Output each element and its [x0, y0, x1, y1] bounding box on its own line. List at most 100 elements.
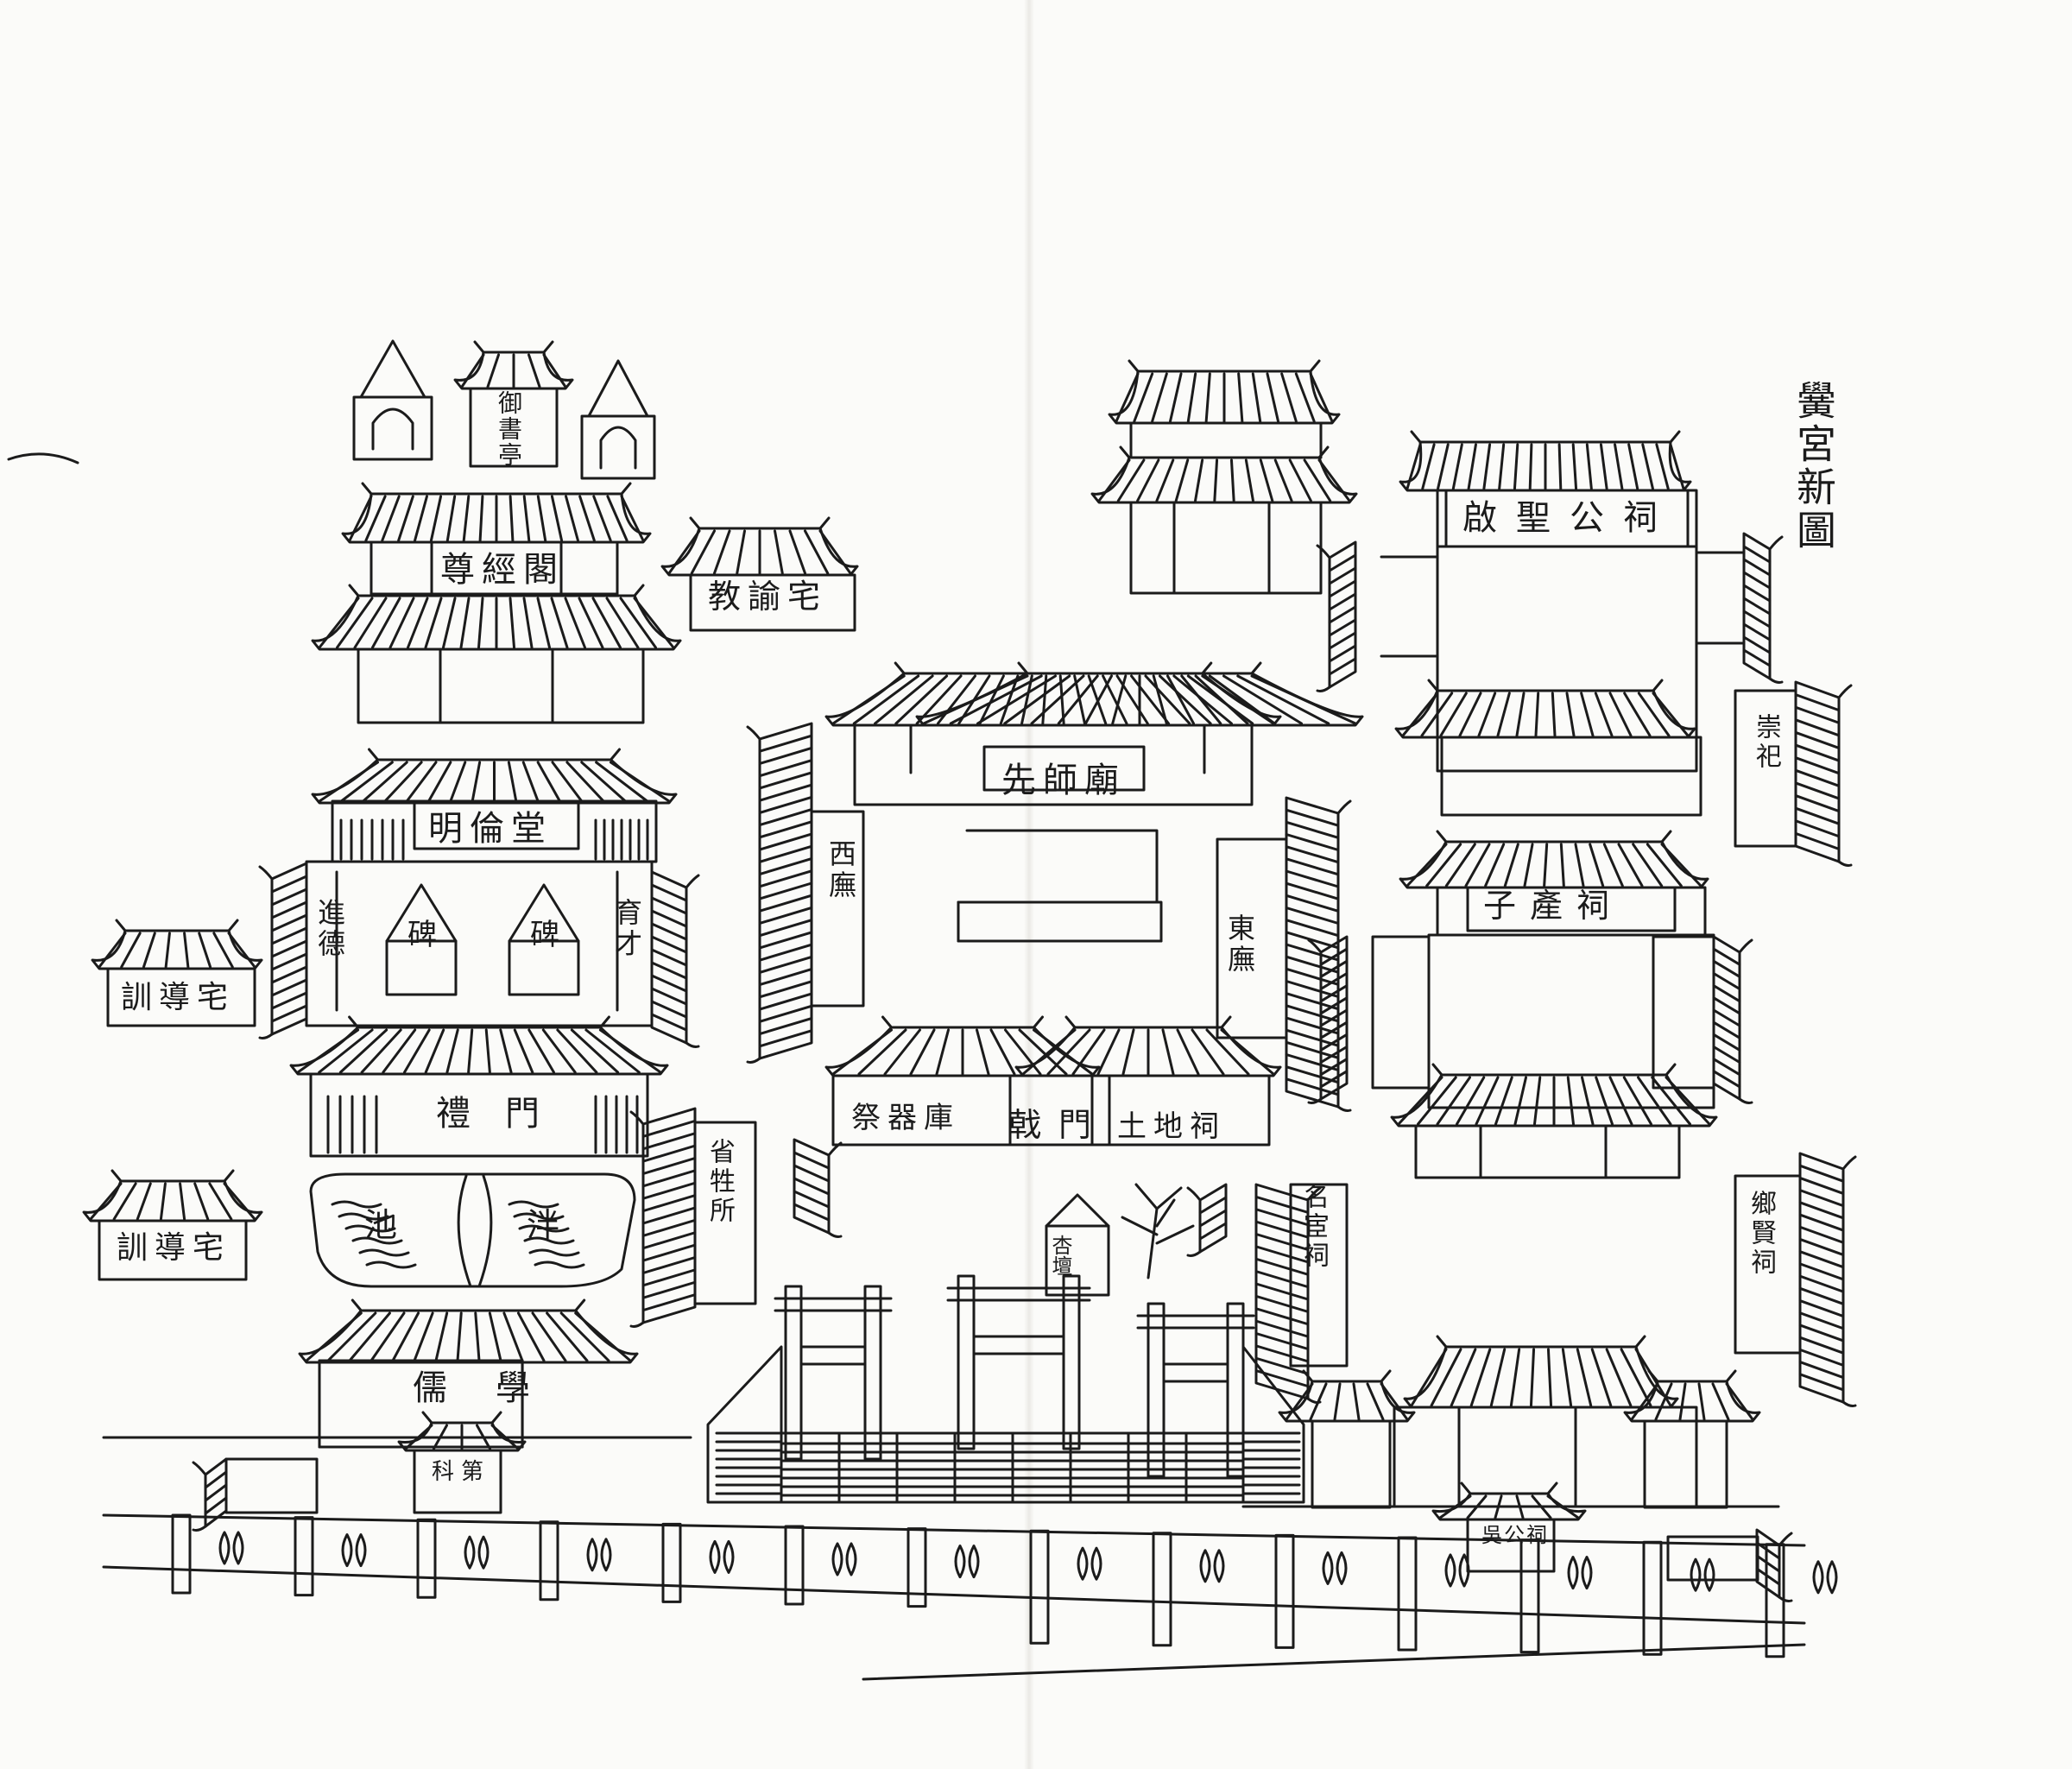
- xundao-upper-roof-tile: [212, 932, 234, 969]
- minglun-west-wing-tile: [270, 875, 308, 894]
- east-annex-left: [1311, 1419, 1392, 1509]
- wugong-roof-ridge: [1460, 1482, 1558, 1495]
- chongsi-wing-eave-hook: [1837, 860, 1853, 867]
- east-pavilion-lower-roof-tile: [1244, 458, 1254, 502]
- zichan-roof-tile: [1543, 843, 1549, 888]
- zichan-roof-tile: [1425, 843, 1462, 888]
- west-wu-wing-tile: [758, 894, 813, 913]
- panchi-bridge: [457, 1174, 472, 1288]
- minglun-west-wing-tile: [270, 939, 308, 958]
- label-east-stele: 碑: [530, 918, 566, 952]
- qisheng-rear-body: [1440, 736, 1702, 817]
- minglun-east-wing-tile: [650, 896, 688, 915]
- jiaoyu-roof-ridge: [689, 516, 831, 530]
- east-wu-wing-tile: [1285, 1077, 1340, 1096]
- small-gallery-tile: [793, 1177, 831, 1196]
- label-zichan-ci: 子產祠: [1483, 887, 1624, 925]
- xundao-upper-roof-body: [91, 929, 263, 970]
- minglun-west-wing-tile: [270, 1004, 308, 1023]
- east-pavilion-upper-roof-tile: [1280, 372, 1298, 423]
- minglun-roof-tile: [405, 761, 438, 803]
- zunjing-plaque: [430, 540, 563, 596]
- minghuan-wing-tile: [1254, 1307, 1310, 1326]
- label-ruxue: 儒學: [413, 1368, 578, 1408]
- east-pavilion-lower-roof-tile: [1136, 458, 1160, 502]
- xiangxian-wing-tile: [1798, 1286, 1845, 1305]
- xianshi-upper-tile: [936, 674, 976, 725]
- minglun-roof-tile: [318, 761, 379, 803]
- east-wu-wing-tile: [1285, 808, 1340, 827]
- zunjing-upper-roof-tile: [578, 495, 596, 542]
- qisheng-west-wing-eave-hook: [1316, 544, 1331, 559]
- left-gate-wing-tile: [204, 1470, 228, 1489]
- jimen-roof-tile: [1161, 1028, 1175, 1076]
- zichan-west-wing-tile: [1319, 1020, 1349, 1039]
- label-yushu-pavilion: 御書亭: [495, 390, 523, 468]
- xingtan-body: [1045, 1224, 1110, 1297]
- stele-pavilion-right: [580, 414, 656, 480]
- panchi-bridge: [477, 1174, 493, 1288]
- jimen-roof-tile: [1021, 1028, 1077, 1076]
- xundao-lower-roof-body: [82, 1179, 263, 1223]
- zunjing-upper-roof-tile: [445, 495, 457, 542]
- jiqi-roof-tile: [831, 1028, 893, 1076]
- balustrade-post: [539, 1520, 559, 1602]
- xianshi-upper-tile: [1041, 674, 1048, 725]
- east-annex-left-roof-tile: [1333, 1382, 1342, 1421]
- qisheng-rear-roof-tile: [1420, 692, 1454, 737]
- jiaoyu-roof-tile: [804, 529, 830, 575]
- yushu-pavilion-roof-tile: [527, 353, 541, 389]
- xianshi-right-roof-tile: [1250, 674, 1357, 725]
- east-pavilion-upper-roof-tile: [1266, 372, 1279, 423]
- apricot-tree: [1121, 1183, 1195, 1279]
- east-annex-left-roof-tile: [1309, 1382, 1328, 1421]
- water-ripple: [523, 1236, 575, 1245]
- water-ripple: [331, 1200, 382, 1209]
- east-annex-right-roof-tile: [1630, 1382, 1659, 1421]
- xiangxian-wing-tile: [1798, 1250, 1845, 1269]
- ruxue-tile: [559, 1311, 610, 1362]
- jiqi-body: [831, 1074, 1094, 1147]
- stele-pavilion-right-roof: [587, 359, 649, 418]
- balustrade-post: [784, 1525, 805, 1606]
- ruxue-tile: [413, 1311, 434, 1362]
- minghuan-gate-tile: [1198, 1222, 1228, 1241]
- jimen-body: [1008, 1074, 1271, 1147]
- label-shengsheng-tang: 省牲所: [704, 1138, 735, 1226]
- qisheng-roof-tile: [1513, 443, 1519, 490]
- qisheng-rear-roof-tile: [1594, 692, 1614, 737]
- minglun-west-wing-tile: [270, 991, 308, 1010]
- label-wugong-ci: 吳公祠: [1481, 1523, 1549, 1547]
- east-wu-wing-tile: [1285, 1053, 1340, 1071]
- paifang-center-post-l: [957, 1274, 976, 1450]
- qisheng-roof-tile: [1585, 443, 1593, 490]
- balustrade-ornament: [464, 1535, 490, 1570]
- jiqi-roof-tile: [976, 1028, 990, 1076]
- chongsi-wing-tile: [1794, 781, 1841, 800]
- qisheng-rear-roof-tile: [1496, 692, 1511, 737]
- east-pavilion-upper-roof-tile: [1169, 372, 1183, 423]
- minglun-west-wing-tile: [270, 888, 308, 907]
- ruxue-tile: [456, 1311, 463, 1362]
- east-pavilion-mid: [1129, 421, 1323, 459]
- qisheng-roof-tile: [1482, 443, 1492, 490]
- east-main-roof-tile: [1576, 1348, 1593, 1407]
- limen-tile: [403, 1028, 431, 1074]
- zunjing-lower-roof-tile: [564, 597, 586, 649]
- west-wu-wing-tile: [758, 881, 813, 900]
- jimen-roof-tile: [1205, 1028, 1250, 1076]
- zichan-west-wing-tile: [1319, 972, 1349, 990]
- limen-body: [309, 1072, 649, 1158]
- limen-tile: [499, 1028, 513, 1074]
- zichan-rear-roof-ridge: [1431, 1063, 1677, 1077]
- zunjing-upper-roof-tile: [606, 495, 629, 542]
- zunjing-upper-roof-ridge: [361, 482, 632, 496]
- xiangxian-wing-tile: [1798, 1361, 1845, 1380]
- minglun-west-wing-tile: [270, 952, 308, 971]
- minghuan-gate-tile: [1198, 1209, 1228, 1228]
- minghuan-wing-tile: [1254, 1282, 1310, 1301]
- minglun-east-wing-tile: [650, 909, 688, 928]
- label-xundao-zhai-upper: 訓導宅: [121, 980, 236, 1015]
- minglun-roof-tile: [521, 761, 540, 803]
- zichan-east-wing-tile: [1712, 959, 1741, 978]
